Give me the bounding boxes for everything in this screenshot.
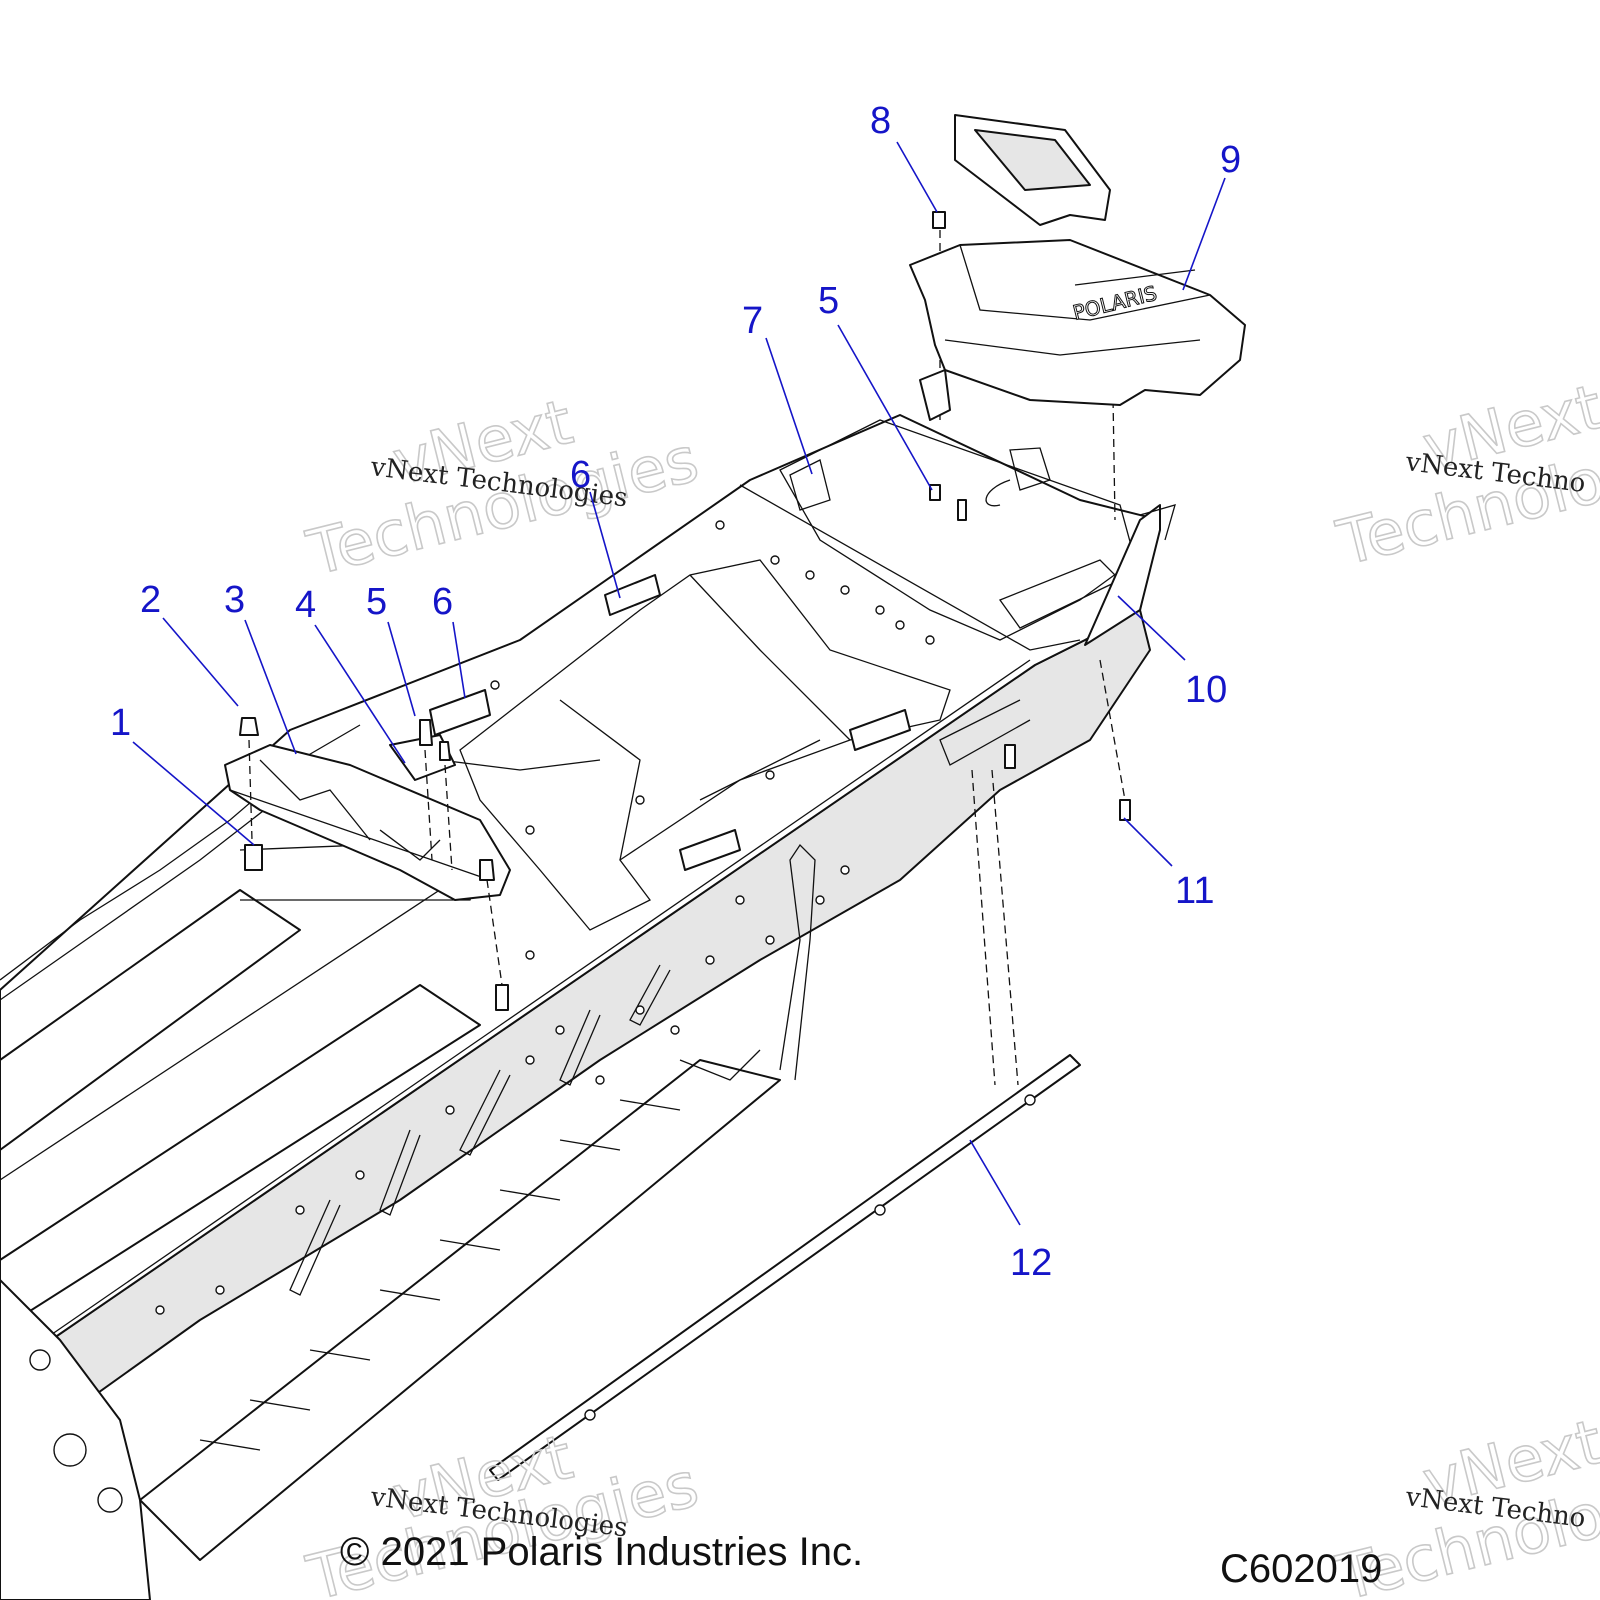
leader-5a xyxy=(387,621,416,717)
leader-lines xyxy=(132,141,1226,1226)
diagram-code: C602019 xyxy=(1220,1547,1382,1591)
front-rack-mount xyxy=(224,744,511,901)
callout-10: 10 xyxy=(1185,669,1227,711)
leader-11 xyxy=(1123,817,1173,867)
leader-6a xyxy=(452,621,466,699)
leader-5b xyxy=(837,324,933,491)
heat-exchanger-panel xyxy=(0,889,301,1151)
copyright-text: © 2021 Polaris Industries Inc. xyxy=(340,1530,863,1574)
callout-12: 12 xyxy=(1010,1242,1052,1284)
leader-1 xyxy=(132,741,255,846)
callout-2: 2 xyxy=(140,579,161,621)
callout-11: 11 xyxy=(1175,870,1214,912)
callout-1: 1 xyxy=(110,702,131,744)
callout-3: 3 xyxy=(224,579,245,621)
leader-6b xyxy=(589,491,621,599)
rivet-holes xyxy=(155,520,935,1315)
callout-7: 7 xyxy=(742,300,763,342)
leader-8 xyxy=(896,141,938,213)
callout-8: 8 xyxy=(870,100,891,142)
leader-4 xyxy=(314,624,406,764)
rear-bumper xyxy=(1084,504,1161,646)
tunnel-assembly-drawing: POLARIS xyxy=(0,114,1246,1600)
callout-6: 6 xyxy=(570,454,591,496)
callout-9: 9 xyxy=(1220,139,1241,181)
leader-7 xyxy=(765,337,813,475)
watermark-top-right: vNext Technologies vNext Techno xyxy=(1329,369,1600,580)
callout-5: 5 xyxy=(818,280,839,322)
callout-4: 4 xyxy=(295,584,316,626)
footrest-tube xyxy=(779,843,816,1081)
leader-9 xyxy=(1182,177,1226,291)
rear-storage-cover xyxy=(909,239,1246,406)
leader-10 xyxy=(1117,595,1186,661)
heat-exchanger-panel xyxy=(0,984,481,1331)
rail-strip xyxy=(489,1054,1081,1481)
callout-5: 5 xyxy=(366,581,387,623)
leader-3 xyxy=(244,619,297,755)
callout-labels: 1 2 3 4 5 6 6 7 5 8 9 10 11 12 xyxy=(110,100,1241,1284)
running-board xyxy=(139,1059,781,1561)
callout-6: 6 xyxy=(432,581,453,623)
side-panel-vents xyxy=(289,699,1031,1296)
leader-12 xyxy=(969,1139,1021,1226)
leader-2 xyxy=(162,617,239,707)
